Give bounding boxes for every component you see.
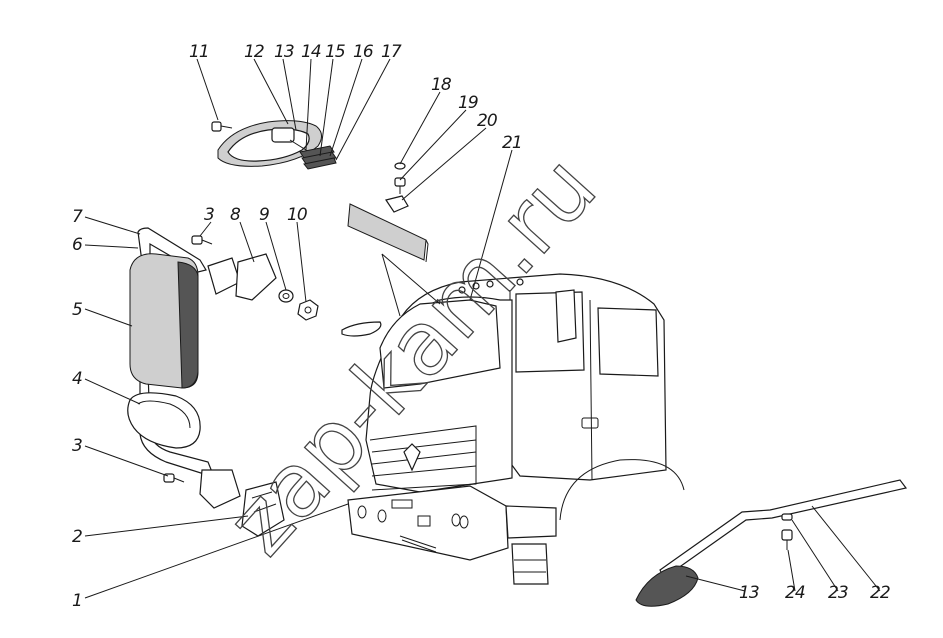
callout-24: 24: [785, 583, 805, 603]
callout-6: 6: [72, 235, 83, 255]
washer-9: [278, 289, 294, 303]
callout-20: 20: [477, 111, 497, 131]
callout-11: 11: [189, 42, 209, 62]
callout-9: 9: [259, 205, 269, 225]
callout-22: 22: [870, 583, 890, 603]
callout-19: 19: [458, 93, 478, 113]
callout-17: 17: [381, 42, 402, 62]
callout-16: 16: [353, 42, 374, 62]
callout-15: 15: [325, 42, 345, 62]
callout-21: 21: [502, 133, 522, 153]
leader-lines: [84, 58, 881, 599]
truck-cab: [341, 273, 685, 585]
curb-mirror-assembly: [211, 120, 337, 170]
sun-visor-bracket: [385, 195, 409, 213]
callout-5: 5: [72, 300, 82, 320]
bolt-19: [394, 177, 406, 194]
sun-visor-20: [347, 203, 429, 263]
callout-13-top: 13: [274, 42, 294, 62]
callout-10: 10: [287, 205, 307, 225]
callout-2: 2: [72, 527, 82, 547]
callout-13-bottom: 13: [739, 583, 759, 603]
callout-14: 14: [301, 42, 321, 62]
bolt-24: [781, 529, 793, 541]
callout-18: 18: [431, 75, 452, 95]
front-view-mirror-assembly: [635, 479, 908, 607]
callout-3-top: 3: [204, 205, 214, 225]
callout-7: 7: [72, 207, 83, 227]
callout-3-bottom: 3: [72, 436, 82, 456]
bolt-3-top: [191, 235, 203, 245]
callout-labels: 1 2 3 3 4 5 6 7 8 9 10 11 12 13 13 14 15…: [72, 42, 891, 611]
callout-1: 1: [72, 591, 82, 611]
callout-23: 23: [828, 583, 848, 603]
callout-8: 8: [230, 205, 241, 225]
callout-12: 12: [244, 42, 264, 62]
screw-11: [211, 121, 233, 132]
nut-10: [297, 299, 319, 321]
mirror-gasket-stack: [299, 145, 337, 170]
main-mirror-assembly: [127, 227, 319, 537]
brand-logo-emblem: [403, 443, 421, 472]
callout-4: 4: [72, 369, 82, 389]
